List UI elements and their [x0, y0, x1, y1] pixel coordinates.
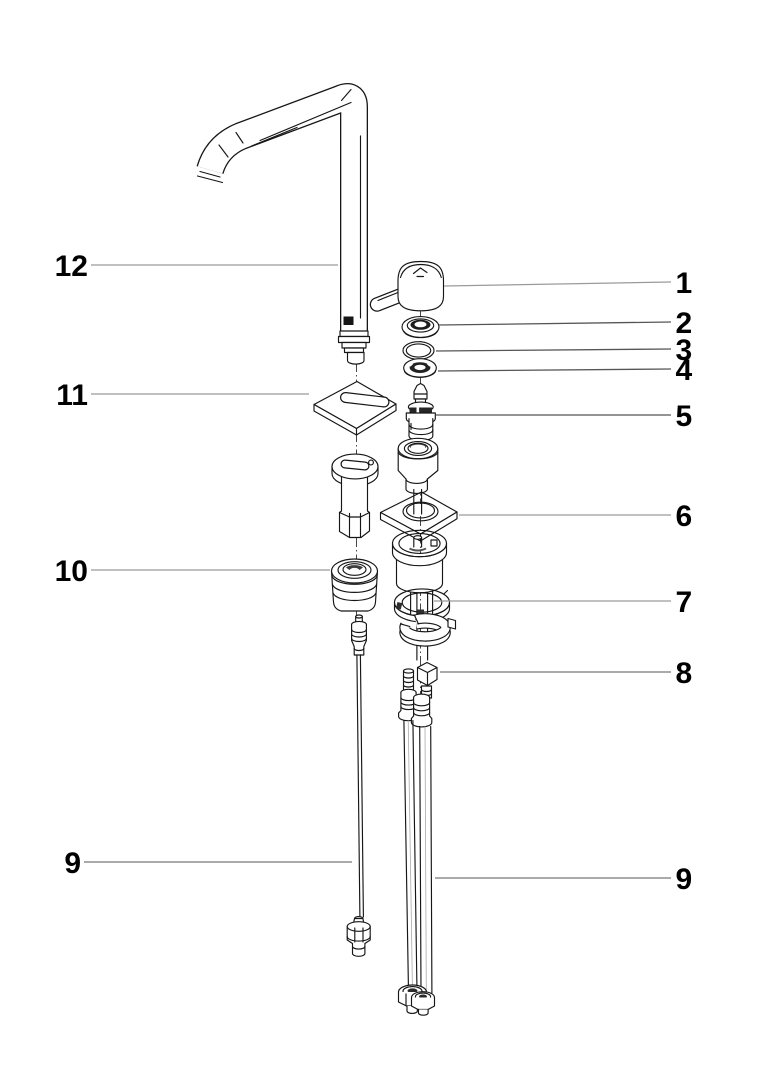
part-10-bushing — [330, 558, 379, 612]
part-9-hose-left — [346, 614, 371, 957]
leader-line-1-right — [443, 281, 672, 287]
part-4-retainer-ring — [403, 358, 437, 378]
part-6-escutcheon-plate — [379, 488, 458, 542]
leader-line-3-right — [435, 348, 672, 352]
part-label-5-right: 5 — [676, 400, 693, 433]
part-label-8-right: 8 — [676, 657, 693, 690]
part-label-1-right: 1 — [676, 267, 693, 300]
part-label-2-right: 2 — [676, 307, 693, 340]
part-label-9-left: 9 — [64, 847, 81, 880]
cartridge-sleeve — [397, 437, 439, 494]
part-9-hoses-right — [397, 719, 436, 1016]
hose-connectors — [398, 668, 433, 728]
part-3-o-ring — [402, 341, 435, 360]
part-11-cover-plate — [313, 380, 397, 436]
part-5-cartridge — [405, 382, 436, 442]
spout-sensor-window — [343, 316, 354, 325]
leader-line-4-right — [437, 368, 672, 372]
part-1-handle — [369, 260, 445, 312]
part-8-mounting-kit — [393, 588, 457, 687]
part-12-spout — [196, 83, 371, 365]
part-label-11-left: 11 — [56, 379, 88, 412]
tailpiece-cylinder — [331, 453, 379, 539]
part-label-6-right: 6 — [676, 500, 693, 533]
part-label-10-left: 10 — [55, 555, 88, 588]
part-label-9-right: 9 — [676, 863, 693, 896]
part-label-4-right: 4 — [676, 354, 693, 387]
part-2-cap-ring — [401, 316, 440, 339]
part-label-7-right: 7 — [676, 586, 693, 619]
part-label-3-right: 3 — [676, 334, 693, 367]
part-label-12-left: 12 — [55, 250, 88, 283]
leader-line-2-right — [438, 321, 672, 326]
